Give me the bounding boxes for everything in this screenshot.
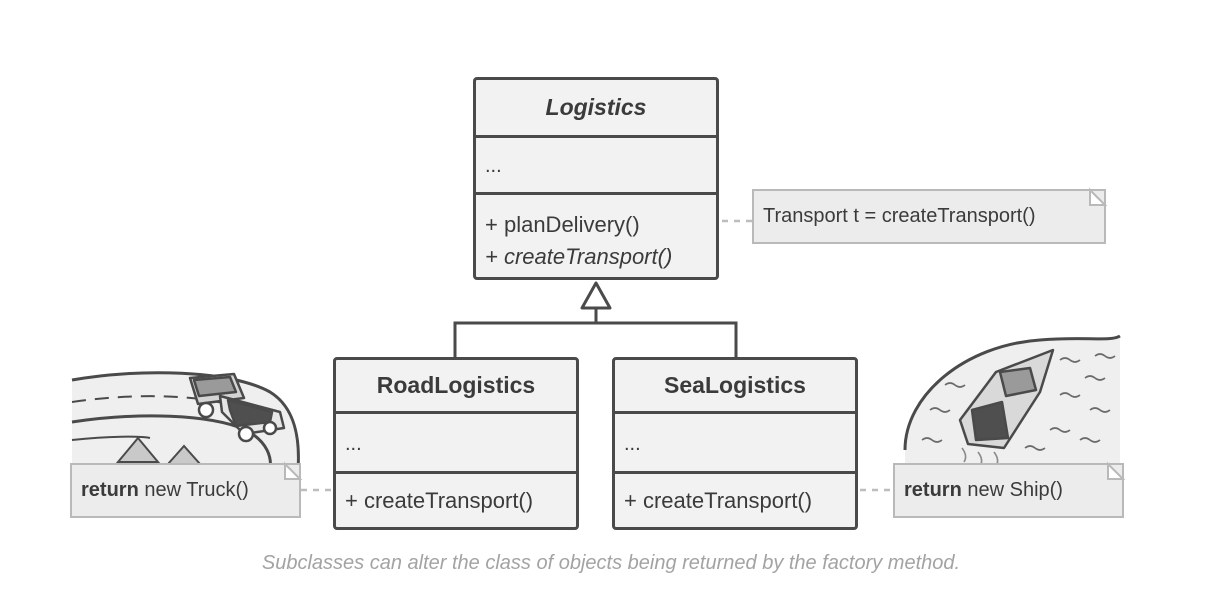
logistics-fields-text: ... — [485, 155, 502, 177]
plan-delivery-method: + planDelivery() — [485, 212, 640, 237]
road-logistics-methods: + createTransport() — [336, 471, 576, 527]
logistics-class-box: Logistics ... + planDelivery() + createT… — [473, 77, 719, 280]
road-logistics-class-name: RoadLogistics — [376, 372, 536, 398]
road-return-keyword: return — [81, 479, 139, 501]
ship-icon — [958, 348, 1055, 467]
create-transport-abstract-method: + createTransport() — [485, 244, 673, 269]
road-logistics-fields: ... — [336, 411, 576, 471]
sea-return-text: new Ship() — [961, 479, 1063, 501]
diagram-caption: Subclasses can alter the class of object… — [261, 552, 961, 574]
road-logistics-fields-text: ... — [345, 433, 362, 455]
logistics-class-name: Logistics — [545, 94, 647, 120]
sea-logistics-class-name: SeaLogistics — [664, 372, 806, 398]
sea-create-transport-method: + createTransport() — [624, 488, 813, 513]
truck-icon — [188, 372, 286, 443]
sea-logistics-fields: ... — [615, 411, 855, 471]
logistics-fields: ... — [476, 135, 716, 192]
road-create-transport-method: + createTransport() — [345, 488, 534, 513]
sea-return-note: return new Ship() — [893, 463, 1124, 518]
logistics-methods: + planDelivery() + createTransport() — [476, 192, 716, 277]
plan-delivery-note: Transport t = createTransport() — [752, 189, 1106, 244]
sea-boat-illustration — [903, 334, 1121, 468]
sea-return-keyword: return — [904, 479, 962, 501]
plan-delivery-note-text: Transport t = createTransport() — [763, 205, 1036, 227]
inheritance-connector — [453, 308, 738, 358]
road-logistics-class-box: RoadLogistics ... + createTransport() — [333, 357, 579, 530]
inheritance-arrow-icon — [580, 281, 612, 310]
sea-logistics-fields-text: ... — [624, 433, 641, 455]
sea-logistics-class-box: SeaLogistics ... + createTransport() — [612, 357, 858, 530]
sea-logistics-methods: + createTransport() — [615, 471, 855, 527]
road-return-note: return new Truck() — [70, 463, 301, 518]
road-return-text: new Truck() — [138, 479, 249, 501]
road-truck-illustration — [71, 371, 300, 471]
